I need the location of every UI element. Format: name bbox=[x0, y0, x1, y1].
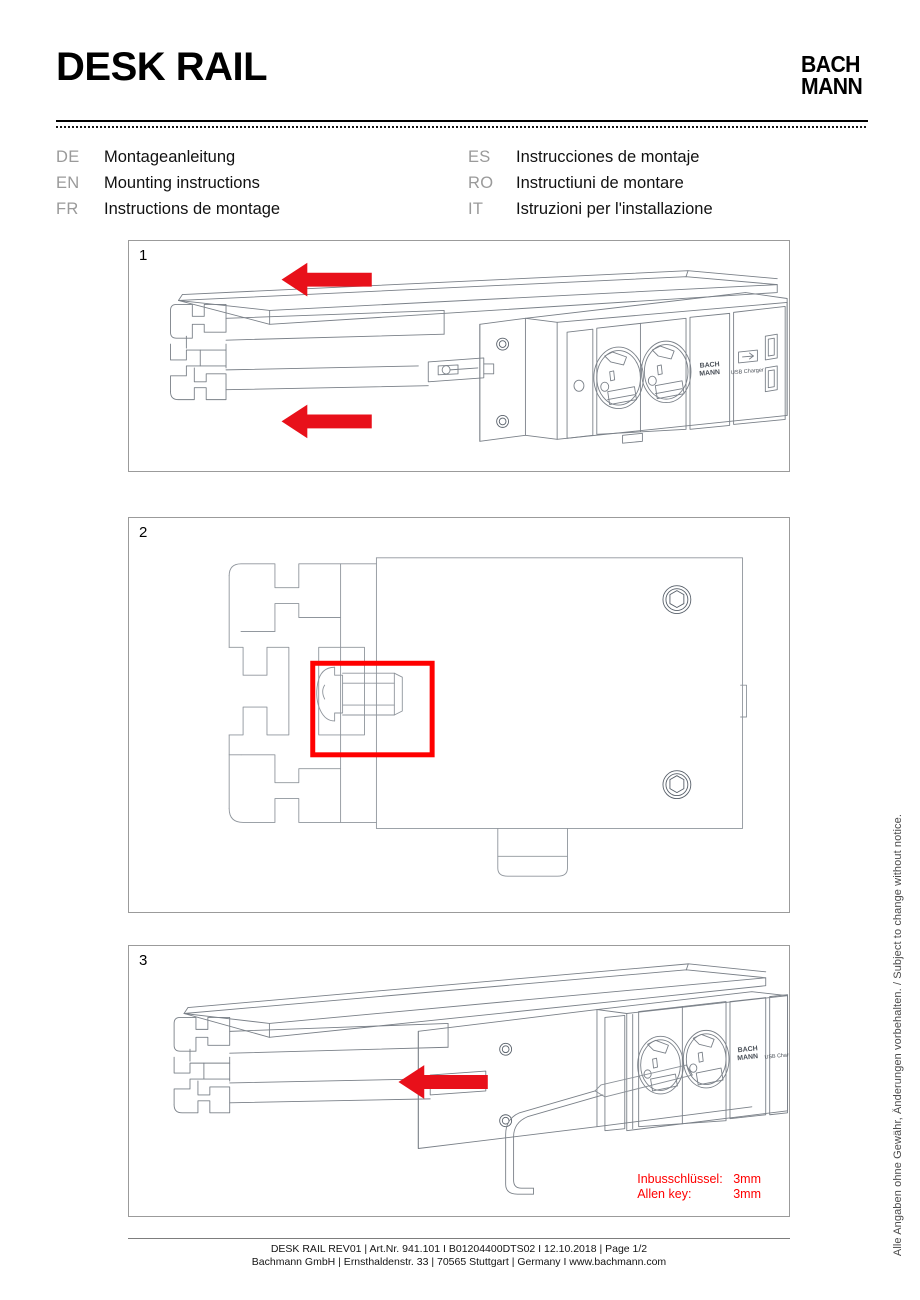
logo-line-2: MANN bbox=[801, 73, 863, 99]
footer-divider bbox=[128, 1238, 790, 1239]
allen-key-callout: Inbusschlüssel: 3mm Allen key: 3mm bbox=[637, 1172, 761, 1202]
language-row: EN Mounting instructions bbox=[56, 174, 416, 200]
language-row: DE Montageanleitung bbox=[56, 148, 416, 174]
language-name-en: Mounting instructions bbox=[104, 174, 260, 192]
callout-label-de: Inbusschlüssel: bbox=[637, 1172, 723, 1186]
logo-line-1: BACH bbox=[801, 51, 861, 77]
document-footer: DESK RAIL REV01 | Art.Nr. 941.101 I B012… bbox=[128, 1243, 790, 1269]
language-column-left: DE Montageanleitung EN Mounting instruct… bbox=[56, 148, 416, 226]
callout-row-de: Inbusschlüssel: 3mm bbox=[637, 1172, 761, 1187]
language-code-fr: FR bbox=[56, 200, 79, 218]
language-list: DE Montageanleitung EN Mounting instruct… bbox=[56, 148, 868, 226]
figure-2-drawing bbox=[228, 557, 747, 877]
panel-number-1: 1 bbox=[139, 247, 148, 264]
footer-line-2: Bachmann GmbH | Ernsthaldenstr. 33 | 705… bbox=[251, 1256, 667, 1268]
callout-label-en: Allen key: bbox=[637, 1187, 692, 1201]
device-brand-text-line1: BACH bbox=[699, 361, 720, 370]
language-code-en: EN bbox=[56, 174, 80, 192]
language-name-ro: Instructiuni de montare bbox=[516, 174, 684, 192]
usb-charger-label: USB Charger bbox=[731, 367, 765, 376]
page-title: DESK RAIL bbox=[56, 45, 268, 89]
panel-number-2: 2 bbox=[139, 524, 148, 541]
document-header: DESK RAIL BACH MANN bbox=[56, 44, 868, 124]
language-name-fr: Instructions de montage bbox=[104, 200, 281, 218]
language-row: ES Instrucciones de montaje bbox=[468, 148, 828, 174]
language-name-it: Istruzioni per l'installazione bbox=[516, 200, 713, 218]
header-rule-dotted bbox=[56, 126, 868, 128]
callout-row-en: Allen key: 3mm bbox=[637, 1187, 761, 1202]
device-brand-text-line2: MANN bbox=[737, 1053, 758, 1062]
figure-1-drawing: BACH MANN USB Charger bbox=[170, 262, 788, 444]
language-row: FR Instructions de montage bbox=[56, 200, 416, 226]
highlight-rectangle bbox=[310, 660, 435, 758]
direction-arrow-bottom bbox=[281, 404, 372, 439]
language-name-es: Instrucciones de montaje bbox=[516, 148, 700, 166]
language-code-de: DE bbox=[56, 148, 80, 166]
bachmann-logo: BACH MANN bbox=[801, 51, 868, 99]
device-brand-text-line1: BACH bbox=[737, 1045, 758, 1054]
language-code-it: IT bbox=[468, 200, 484, 218]
callout-value-de: 3mm bbox=[733, 1172, 761, 1186]
language-column-right: ES Instrucciones de montaje RO Instructi… bbox=[468, 148, 828, 226]
language-name-de: Montageanleitung bbox=[104, 148, 236, 166]
legal-notice-vertical: Alle Angaben ohne Gewähr, Änderungen vor… bbox=[892, 813, 904, 1256]
footer-line-1: DESK RAIL REV01 | Art.Nr. 941.101 I B012… bbox=[270, 1243, 648, 1255]
figure-panel-1: 1 bbox=[128, 240, 790, 472]
language-code-ro: RO bbox=[468, 174, 494, 192]
figure-panel-3: 3 bbox=[128, 945, 790, 1217]
device-brand-text-line2: MANN bbox=[699, 369, 720, 378]
figure-3-drawing: BACH MANN USB Charger bbox=[173, 963, 789, 1195]
figure-panel-2: 2 bbox=[128, 517, 790, 913]
language-row: RO Instructiuni de montare bbox=[468, 174, 828, 200]
direction-arrow-top bbox=[281, 262, 372, 297]
callout-value-en: 3mm bbox=[733, 1187, 761, 1201]
direction-arrow bbox=[398, 1065, 488, 1099]
language-code-es: ES bbox=[468, 148, 491, 166]
panel-number-3: 3 bbox=[139, 952, 148, 969]
header-rule-solid bbox=[56, 120, 868, 122]
usb-charger-label: USB Charger bbox=[764, 1052, 789, 1061]
language-row: IT Istruzioni per l'installazione bbox=[468, 200, 828, 226]
